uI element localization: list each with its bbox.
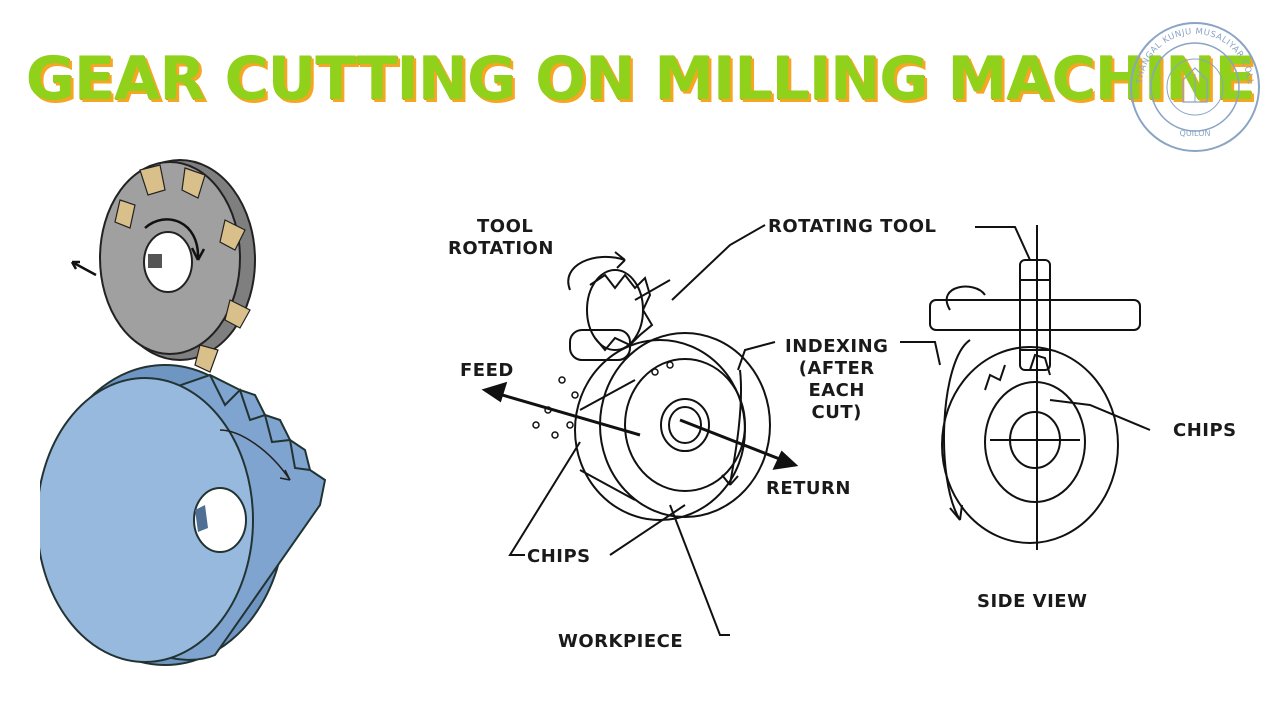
rotating-tool-leader [671,224,766,301]
label-indexing: INDEXING (AFTER EACH CUT) [785,336,888,424]
feed-direction-arrow [70,260,97,277]
label-tool-rotation-line1: TOOL [477,216,534,237]
college-seal-logo: THANGAL KUNJU MUSALIYAR COLLEGE OF ENGIN… [1128,20,1260,152]
milling-schematic-diagram [481,224,1151,636]
side-view-diagram [929,225,1141,550]
label-indexing-line3: EACH [808,380,865,401]
rotating-tool-front-view [567,251,671,361]
label-return: RETURN [766,478,851,499]
label-indexing-line4: CUT) [811,402,862,423]
label-workpiece: WORKPIECE [558,631,684,652]
label-tool-rotation-line2: ROTATION [448,238,554,259]
label-indexing-line2: (AFTER [798,358,875,379]
label-side-view: SIDE VIEW [977,591,1088,612]
label-indexing-line1: INDEXING [785,336,889,357]
label-tool-rotation: TOOL ROTATION [448,216,554,260]
gear-blank [40,364,327,666]
workpiece-front-view [574,332,771,521]
svg-text:THANGAL KUNJU MUSALIYAR COLLEG: THANGAL KUNJU MUSALIYAR COLLEGE OF ENGIN… [1128,20,1255,85]
label-rotating-tool: ROTATING TOOL [768,216,937,237]
feed-arrow [484,388,641,437]
gear-cutting-illustration [40,159,327,666]
return-arrow [679,418,796,467]
svg-text:QUILON: QUILON [1180,129,1211,138]
label-chips-left: CHIPS [527,546,591,567]
chips-particles [532,361,674,439]
label-chips-right: CHIPS [1173,420,1237,441]
page-title: GEAR CUTTING ON MILLING MACHINE [25,44,1256,114]
label-feed: FEED [460,360,514,381]
milling-cutter [99,159,256,373]
